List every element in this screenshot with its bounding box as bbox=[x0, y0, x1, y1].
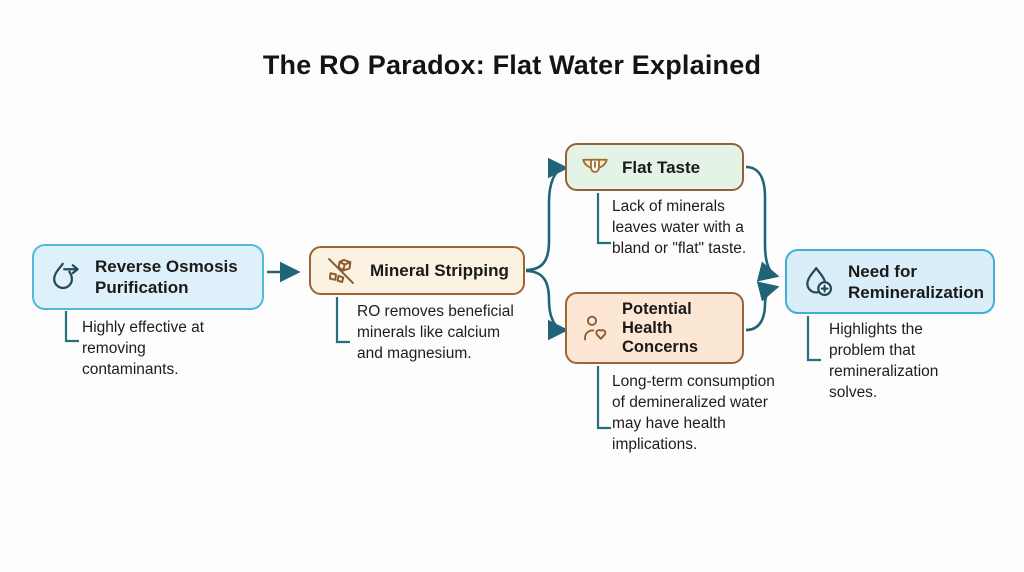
node-reverse-osmosis: Reverse Osmosis Purification bbox=[32, 244, 264, 310]
note-connector-flat bbox=[596, 193, 611, 245]
node-desc-flat-taste: Lack of minerals leaves water with a bla… bbox=[612, 198, 747, 257]
note-connector-remin bbox=[806, 316, 821, 362]
note-connector-ro bbox=[64, 311, 79, 343]
node-desc-health-concerns: Long-term consumption of demineralized w… bbox=[612, 373, 775, 453]
droplet-plus-icon bbox=[800, 264, 836, 300]
node-title-mineral-stripping: Mineral Stripping bbox=[370, 261, 509, 280]
node-title-reverse-osmosis: Reverse Osmosis Purification bbox=[95, 257, 238, 297]
node-health-concerns: Potential Health Concerns bbox=[565, 292, 744, 364]
droplet-arrow-icon bbox=[47, 259, 83, 295]
node-desc-reverse-osmosis: Highly effective at removing contaminant… bbox=[82, 319, 205, 378]
note-connector-mineral bbox=[335, 297, 350, 344]
node-desc-remineralization: Highlights the problem that remineraliza… bbox=[829, 321, 939, 401]
node-title-flat-taste: Flat Taste bbox=[622, 157, 701, 177]
person-heart-icon bbox=[580, 312, 612, 344]
page-title: The RO Paradox: Flat Water Explained bbox=[262, 50, 762, 80]
minerals-crossed-icon bbox=[324, 254, 358, 288]
node-title-health-concerns: Potential Health Concerns bbox=[622, 299, 699, 356]
node-flat-taste: Flat Taste bbox=[565, 143, 744, 191]
node-desc-mineral-stripping: RO removes beneficial minerals like calc… bbox=[357, 303, 514, 362]
node-mineral-stripping: Mineral Stripping bbox=[309, 246, 525, 295]
node-remineralization: Need for Remineralization bbox=[785, 249, 995, 314]
node-title-remineralization: Need for Remineralization bbox=[848, 261, 985, 302]
arrow-mineral-to-health bbox=[525, 269, 569, 341]
tongue-icon bbox=[580, 152, 610, 182]
arrow-mineral-to-flat bbox=[525, 157, 569, 272]
note-connector-health bbox=[596, 366, 611, 430]
arrow-health-to-remin bbox=[745, 281, 780, 332]
